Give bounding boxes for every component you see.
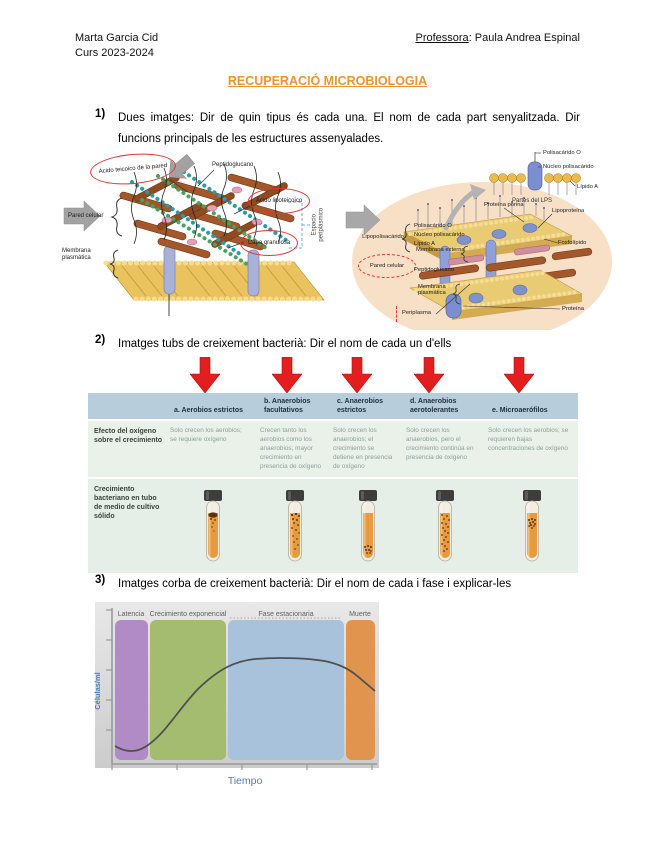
student-name: Marta Garcia Cid xyxy=(75,32,159,44)
phase-label-latencia: Latencia xyxy=(118,611,145,618)
tube-anaerobios-facultativos xyxy=(258,479,331,573)
header-empty-cell xyxy=(88,393,168,419)
phase-band-crecimiento-exponencial xyxy=(150,620,226,760)
row-header-tubes: Crecimiento bacteriano en tubo de medio … xyxy=(94,486,160,521)
effect-cell-c: Solo crecen los anaerobios; el crecimien… xyxy=(333,427,393,470)
column-header-b: b. Anaerobios facultativos xyxy=(264,398,311,414)
label-lipido-a: Lípido A xyxy=(414,241,435,247)
row-header-effect: Efecto del oxígeno sobre el crecimiento xyxy=(94,428,163,445)
label-capa-granulosa: Capa granulosa xyxy=(240,230,298,256)
column-header-d: d. Anaerobios aerotolerantes xyxy=(410,398,459,414)
label-membrana-plasmatica: Membrana plasmática xyxy=(418,284,446,297)
table-row-effect: Efecto del oxígeno sobre el crecimiento … xyxy=(88,419,578,477)
label-polisacarido-o: Polisacárido O xyxy=(414,223,452,229)
membrane-protein-shape xyxy=(445,293,462,319)
oxygen-requirement-table: a. Aerobios estrictos b. Anaerobios facu… xyxy=(88,393,578,573)
test-tube-growth-throughout-denser-top-icon xyxy=(285,490,304,562)
label-pared-celular: Pared celular xyxy=(68,213,104,219)
phase-label-crecimiento-exponencial: Crecimiento exponencial xyxy=(150,611,227,618)
effect-cell-d: Solo crecen los anaerobios, pero el crec… xyxy=(406,427,474,461)
periplasma-red-mark xyxy=(396,306,397,322)
red-arrow-down-icon xyxy=(414,357,444,393)
question-3-text: Imatges corba de creixement bacterià: Di… xyxy=(118,578,512,590)
label-membrana-externa: Membrana externa xyxy=(416,247,465,253)
gray-arrow-right-icon xyxy=(63,200,101,232)
lipoteichoic-acid-shape xyxy=(163,245,176,295)
label-fosfolipido: Fosfolípido xyxy=(558,240,587,246)
tube-aerobios-estrictos xyxy=(168,479,258,573)
chart-axes xyxy=(111,608,377,765)
curved-zoom-arrow-icon xyxy=(443,189,477,231)
column-header-a: a. Aerobios estrictos xyxy=(174,406,243,414)
x-axis-label: Tiempo xyxy=(228,775,263,787)
phase-band-latencia xyxy=(115,620,148,760)
label-pared-celular: Pared celular xyxy=(358,254,416,278)
inset-label-nucleo-polisacarido: Núcleo polisacárido xyxy=(543,164,594,170)
label-lipoproteina: Lipoproteína xyxy=(552,208,585,214)
label-acido-lipoteicoico: Ácido lipoteicoico xyxy=(248,188,310,214)
inset-label-partes-del-lps: Partes del LPS xyxy=(512,198,553,204)
test-tube-growth-top-icon xyxy=(204,490,222,562)
tube-anaerobios-estrictos xyxy=(331,479,404,573)
label-lipopolisacarido: Lipopolisacárido xyxy=(362,234,404,240)
label-periplasma: Periplasma xyxy=(402,310,431,316)
red-arrow-down-icon xyxy=(190,357,220,393)
inset-label-polisacarido-o: Polisacárido O xyxy=(543,150,581,156)
label-membrana-plasmatica: Membrana plasmática xyxy=(62,248,91,261)
axis-ticks xyxy=(106,609,373,770)
gram-positive-art xyxy=(63,154,325,316)
tube-anaerobios-aerotolerantes xyxy=(404,479,486,573)
label-peptidoglucano: Peptidoglucano xyxy=(212,162,254,168)
test-tube-growth-band-below-surface-icon xyxy=(523,490,541,562)
course-year: Curs 2023-2024 xyxy=(75,47,154,59)
table-header-row: a. Aerobios estrictos b. Anaerobios facu… xyxy=(88,393,578,419)
column-header-c: c. Anaerobios estrictos xyxy=(337,398,384,414)
red-arrow-down-icon xyxy=(504,357,534,393)
granular-layer-shapes xyxy=(161,186,263,246)
page-title: RECUPERACIÓ MICROBIOLOGIA xyxy=(227,74,428,88)
teacher-name: : Paula Andrea Espinal xyxy=(468,32,580,44)
pared-celular-brace xyxy=(110,197,123,237)
lipopolisacarido-brace xyxy=(401,223,411,253)
gram-positive-diagram: Ácido teicoico de la pared Peptidoglucan… xyxy=(62,150,340,328)
label-nucleo-polisacarido: Núcleo polisacárido xyxy=(414,232,465,238)
phase-label-muerte: Muerte xyxy=(349,611,371,618)
phase-label-fase-estacionaria: Fase estacionaria xyxy=(258,611,313,618)
label-proteina-porina: Proteína porina xyxy=(484,202,524,208)
question-1-text: Dues imatges: Dir de quin tipus és cada … xyxy=(118,112,580,145)
teacher-label: Professora xyxy=(415,32,469,44)
test-tube-growth-bottom-icon xyxy=(358,490,377,562)
lps-inset xyxy=(489,152,581,195)
question-2-number: 2) xyxy=(95,334,106,346)
membrana-brace xyxy=(109,249,119,279)
effect-cell-a: Solo crecen los aerobios; se requiere ox… xyxy=(170,427,242,443)
growth-curve-chart: Latencia Crecimiento exponencial Fase es… xyxy=(93,602,379,787)
column-header-e: e. Microaerófilos xyxy=(492,406,548,414)
table-row-tubes: Crecimiento bacteriano en tubo de medio … xyxy=(88,477,578,573)
red-arrow-down-icon xyxy=(272,357,302,393)
label-proteina: Proteína xyxy=(562,306,584,312)
phase-band-fase-estacionaria xyxy=(228,620,344,760)
effect-cell-b: Crecen tanto los aerobios como los anaer… xyxy=(260,427,322,470)
effect-cell-e: Solo crecen los aerobios; se requieren b… xyxy=(488,427,569,452)
gram-negative-diagram: Lipopolisacárido Polisacárido O Núcleo p… xyxy=(344,148,612,330)
growth-curve-line xyxy=(114,657,376,752)
teacher-line: Professora: Paula Andrea Espinal xyxy=(300,32,580,44)
label-peptidoglucano: Peptidoglucano xyxy=(414,267,454,273)
red-arrow-down-icon xyxy=(342,357,372,393)
phase-band-muerte xyxy=(346,620,375,760)
gray-arrow-down-icon xyxy=(169,154,195,179)
test-tube-growth-uniform-icon xyxy=(436,490,454,562)
tube-microaerofilos xyxy=(486,479,578,573)
question-3-number: 3) xyxy=(95,574,106,586)
gram-negative-art xyxy=(345,152,612,330)
gray-arrow-right-icon xyxy=(345,204,381,236)
inset-label-lipido-a: Lípido A xyxy=(577,184,598,190)
question-2-text: Imatges tubs de creixement bacterià: Dir… xyxy=(118,338,452,350)
y-axis-label: Células/ml xyxy=(93,672,102,710)
porin-shape xyxy=(456,235,472,245)
label-espacio-periplasmico: Espacio periplásmico xyxy=(311,207,324,242)
question-1-number: 1) xyxy=(95,108,106,120)
